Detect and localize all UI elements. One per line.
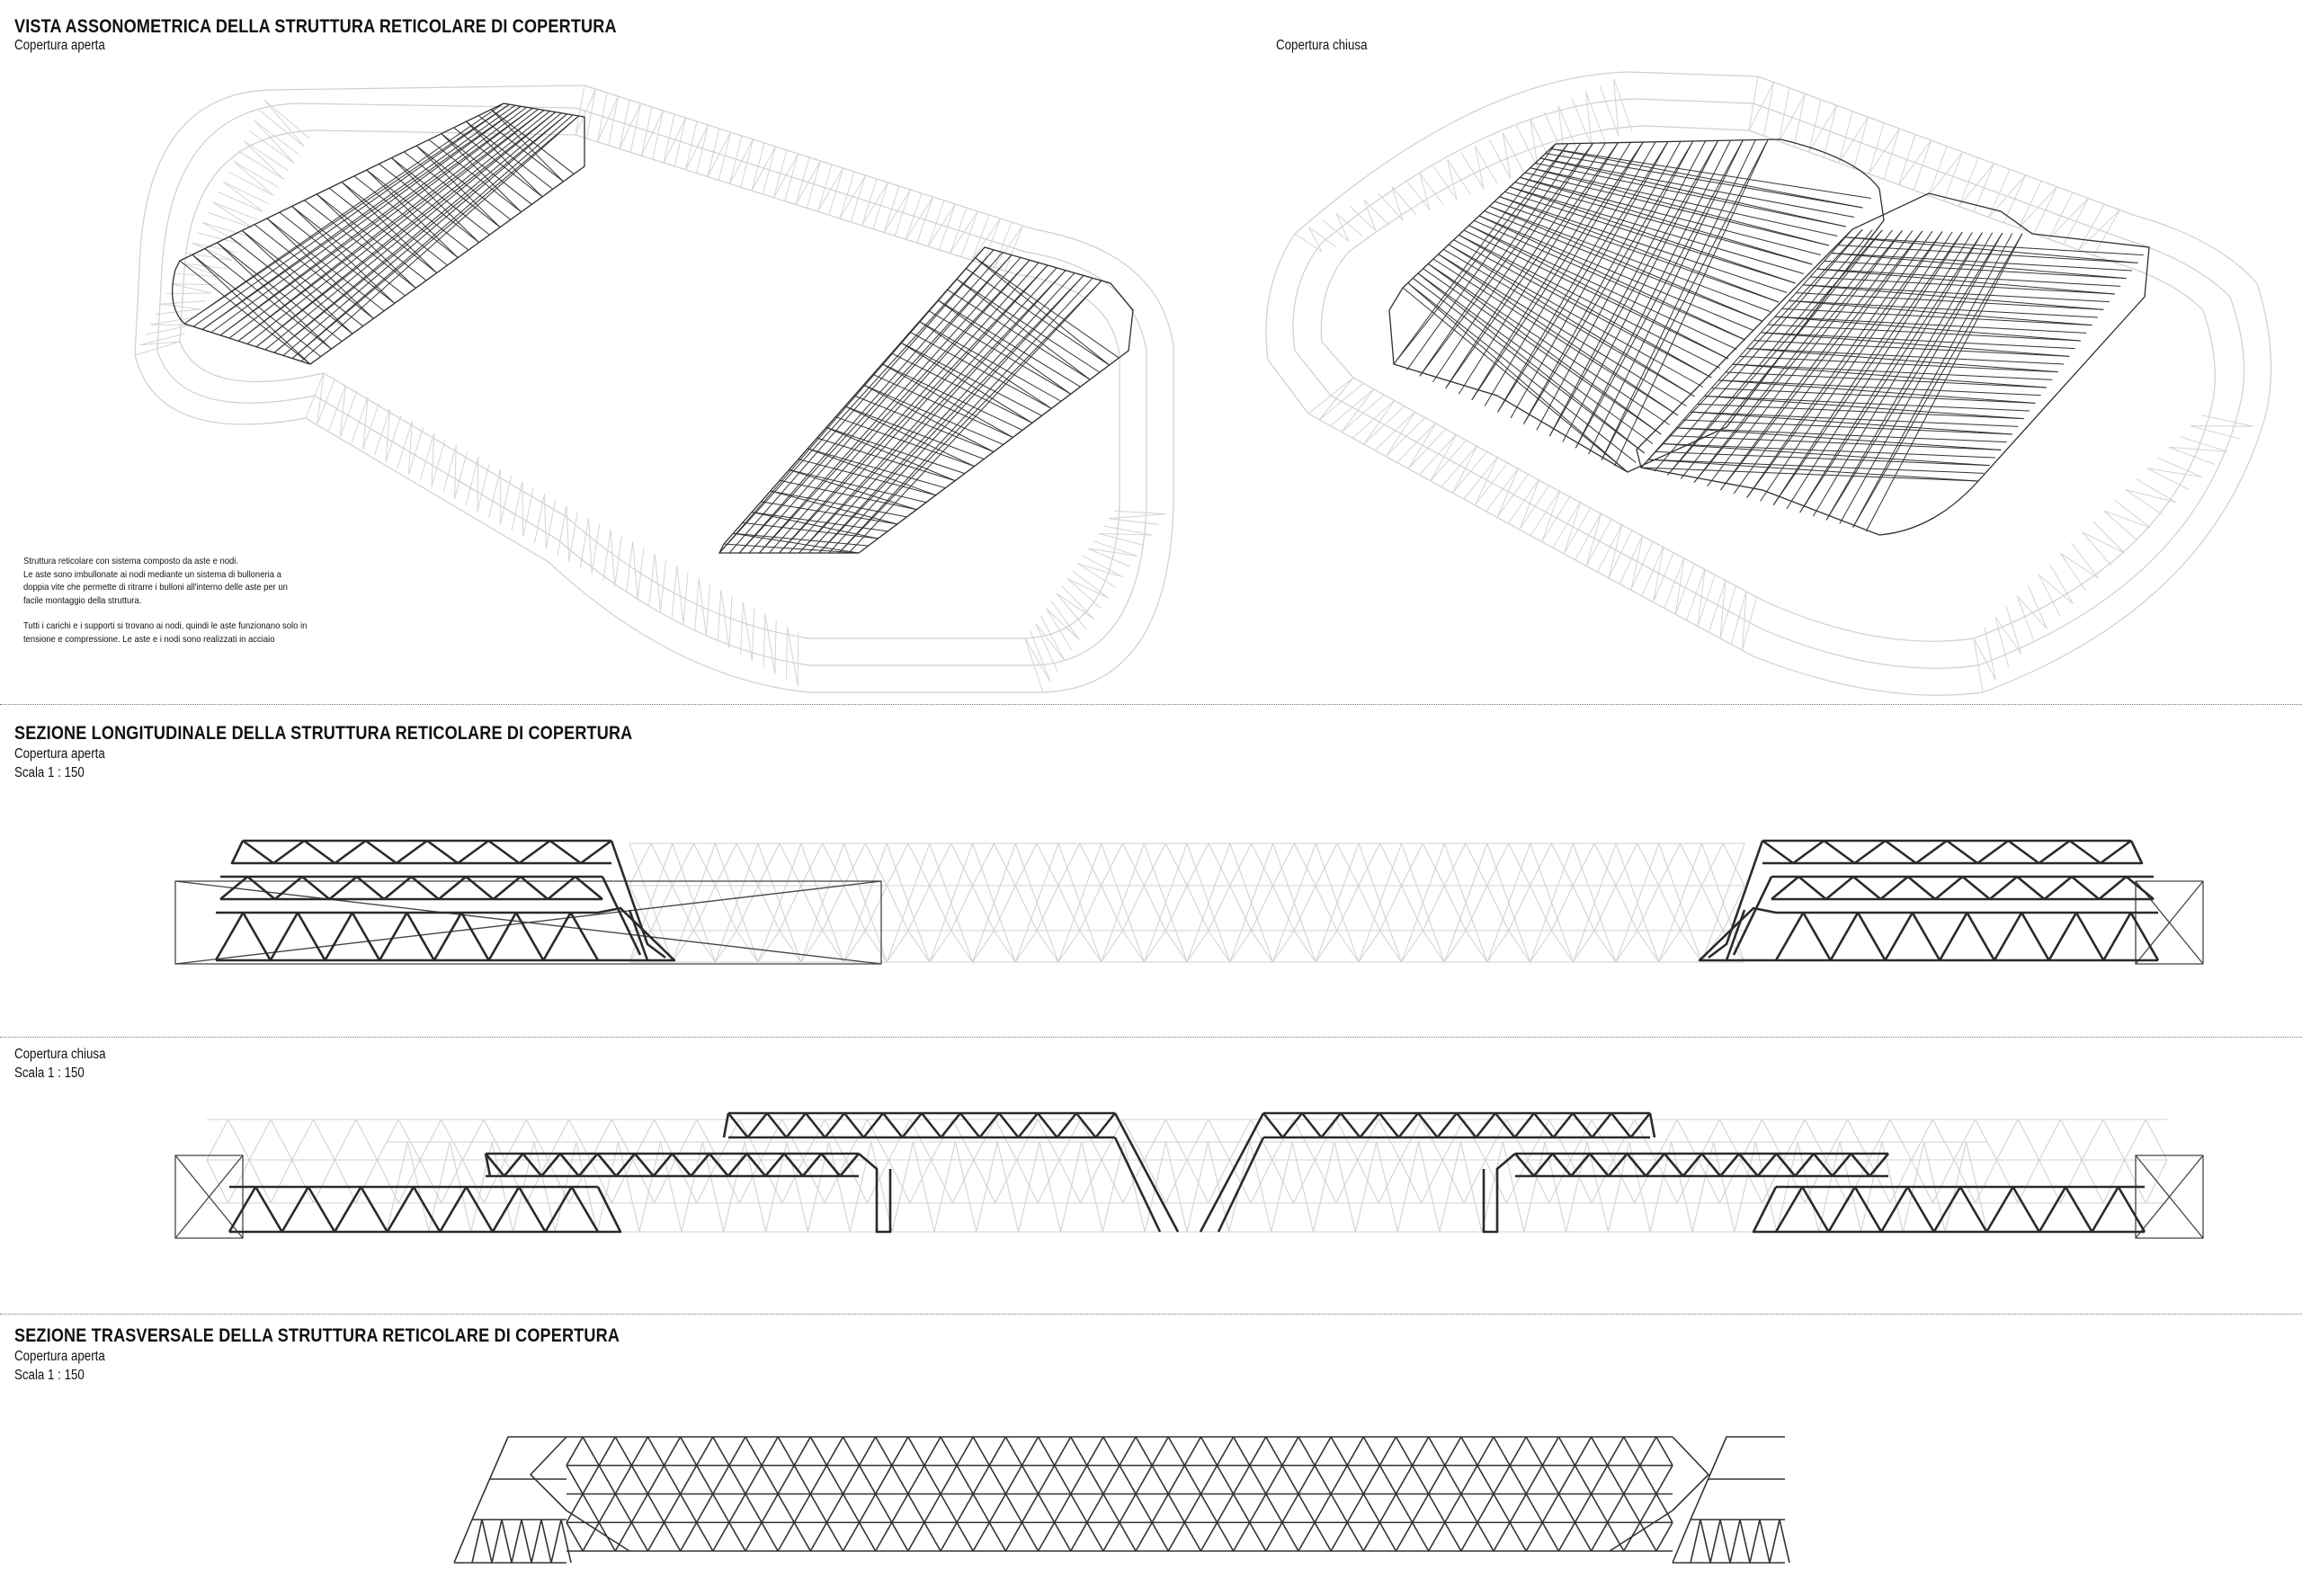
structure-note: Struttura reticolare con sistema compost… — [23, 555, 338, 646]
note-line-4: facile montaggio della struttura. — [23, 594, 142, 606]
transversal-open-label: Copertura aperta — [14, 1349, 105, 1364]
retracted-roof-section-dark — [174, 839, 2204, 965]
note-line-1: Struttura reticolare con sistema compost… — [23, 556, 239, 566]
longitudinal-open-label: Copertura aperta — [14, 746, 105, 762]
perimeter-ring-truss-closed — [1265, 71, 2272, 696]
longitudinal-closed-scale: Scala 1 : 150 — [14, 1065, 85, 1081]
retracted-roof-left — [172, 103, 585, 365]
axonometric-open-label: Copertura aperta — [14, 38, 105, 53]
transversal-truss-grid — [453, 1436, 1790, 1564]
closed-roof-section-dark — [174, 1111, 2204, 1239]
note-line-2: Le aste sono imbullonate ai nodi mediant… — [23, 568, 281, 580]
ring-truss-section-light — [629, 843, 1745, 963]
closed-roof-panels — [1388, 138, 2150, 536]
note-line-7: tensione e compressione. Le aste e i nod… — [23, 633, 275, 645]
note-line-3: doppia vite che permette di ritrarre i b… — [23, 582, 288, 593]
section-divider-1 — [0, 704, 2302, 705]
note-line-6: Tutti i carichi e i supporti si trovano … — [23, 620, 308, 631]
longitudinal-open-scale: Scala 1 : 150 — [14, 765, 85, 780]
transversal-open-scale: Scala 1 : 150 — [14, 1368, 85, 1383]
perimeter-ring-truss — [134, 85, 1174, 693]
axonometric-closed-label: Copertura chiusa — [1276, 38, 1368, 53]
longitudinal-closed-label: Copertura chiusa — [14, 1047, 106, 1062]
transversal-title: SEZIONE TRASVERSALE DELLA STRUTTURA RETI… — [14, 1325, 620, 1346]
section-divider-3 — [0, 1314, 2302, 1315]
section-divider-2 — [0, 1037, 2302, 1038]
axonometric-title: VISTA ASSONOMETRICA DELLA STRUTTURA RETI… — [14, 16, 617, 37]
retracted-roof-right — [718, 246, 1134, 554]
longitudinal-title: SEZIONE LONGITUDINALE DELLA STRUTTURA RE… — [14, 723, 633, 744]
